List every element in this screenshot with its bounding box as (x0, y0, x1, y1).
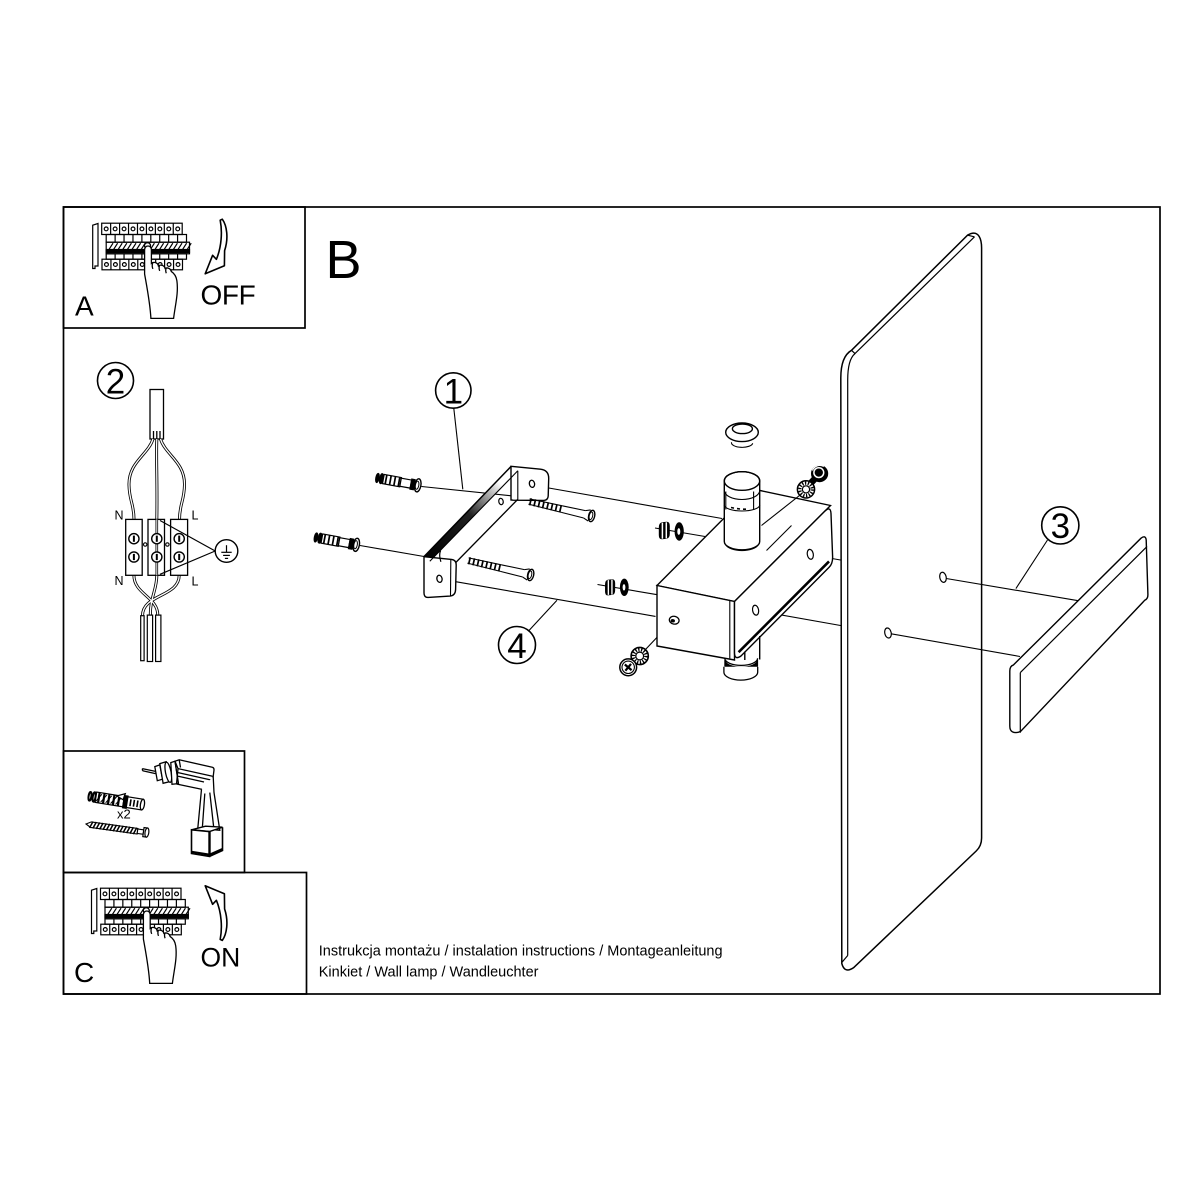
svg-text:Kinkiet / Wall lamp / Wandleuc: Kinkiet / Wall lamp / Wandleuchter (319, 965, 539, 981)
svg-text:A: A (75, 291, 94, 322)
svg-text:B: B (326, 230, 362, 290)
svg-text:N: N (115, 574, 124, 588)
svg-text:OFF: OFF (201, 280, 256, 311)
svg-text:ON: ON (201, 943, 241, 973)
svg-text:x2: x2 (117, 807, 131, 822)
svg-text:L: L (192, 509, 199, 523)
svg-text:Instrukcja montażu / instalati: Instrukcja montażu / instalation instruc… (319, 944, 723, 960)
svg-text:2: 2 (106, 363, 125, 402)
svg-text:3: 3 (1051, 507, 1070, 546)
svg-text:4: 4 (507, 627, 526, 666)
svg-text:1: 1 (444, 372, 463, 411)
svg-text:L: L (192, 575, 199, 589)
svg-text:C: C (74, 957, 94, 988)
svg-text:N: N (115, 509, 124, 523)
